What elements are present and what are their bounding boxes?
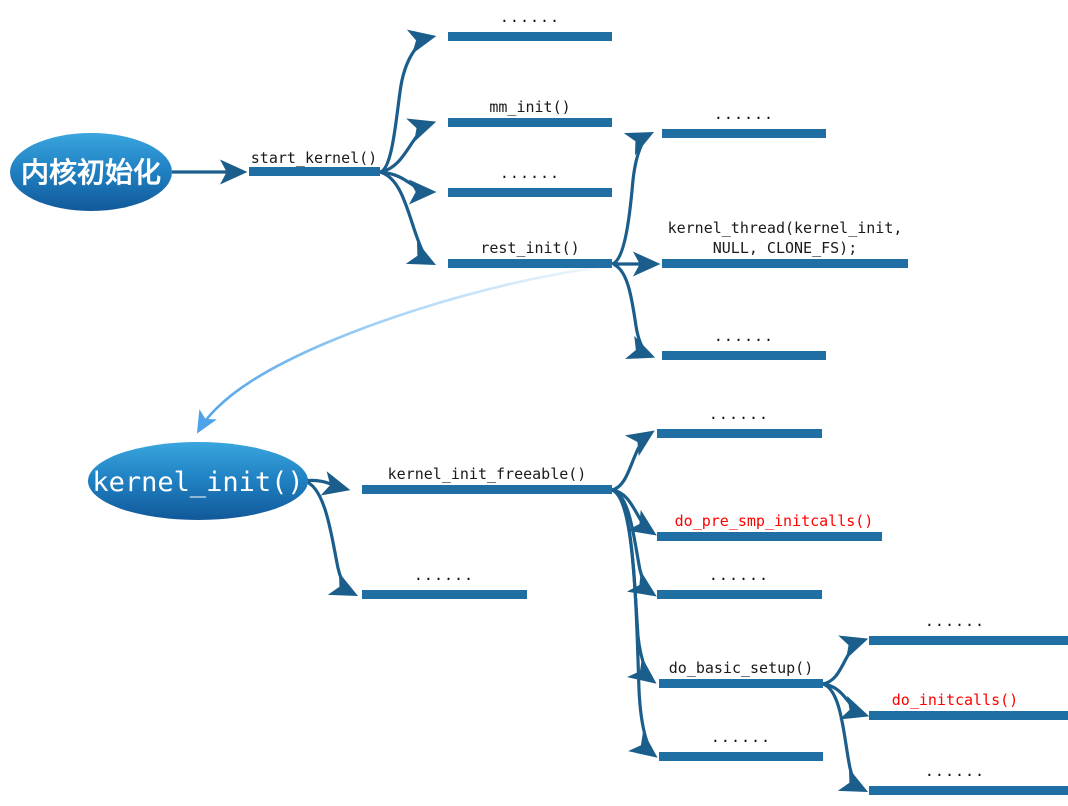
label-kernel-thread-line2: NULL, CLONE_FS); bbox=[713, 239, 858, 257]
edge-layer bbox=[172, 29, 870, 793]
bar-sk-child-1[interactable] bbox=[448, 32, 612, 41]
label-dbs-child-1: ······ bbox=[925, 616, 985, 634]
edge-dobasicsetup-to-child3 bbox=[822, 682, 869, 793]
bar-dbs-child-1[interactable] bbox=[869, 636, 1068, 645]
label-sk-child-3: ······ bbox=[500, 168, 560, 186]
label-ri-child-3: ······ bbox=[714, 331, 774, 349]
label-kernel-thread-line1: kernel_thread(kernel_init, bbox=[668, 219, 903, 237]
ellipse-node-kernel-init-fn[interactable]: kernel_init() bbox=[88, 442, 308, 520]
ellipse-label-kernel-init-fn: kernel_init() bbox=[92, 467, 303, 498]
label-dbs-child-3: ······ bbox=[925, 766, 985, 784]
edge-startkernel-to-child3 bbox=[379, 170, 437, 205]
bar-do-basic-setup[interactable] bbox=[659, 679, 823, 688]
label-sk-child-1: ······ bbox=[500, 12, 560, 30]
bar-start-kernel[interactable] bbox=[249, 167, 380, 176]
label-mm-init: mm_init() bbox=[489, 98, 570, 116]
bar-ri-child-3[interactable] bbox=[662, 351, 826, 360]
label-rest-init: rest_init() bbox=[480, 239, 579, 257]
edge-startkernel-to-restinit bbox=[379, 170, 437, 266]
label-do-pre-smp-initcalls: do_pre_smp_initcalls() bbox=[675, 512, 874, 530]
bar-kernel-thread[interactable] bbox=[662, 259, 908, 268]
edge-restinit-to-child1 bbox=[611, 131, 655, 266]
edge-layer-light bbox=[196, 264, 614, 434]
ellipse-label-kernel-init-cn: 内核初始化 bbox=[21, 156, 161, 189]
bar-kif-child-3[interactable] bbox=[657, 590, 822, 599]
ellipse-shape-kernel-init-fn bbox=[88, 442, 308, 520]
bar-layer bbox=[249, 32, 1068, 795]
bar-kernel-init-freeable[interactable] bbox=[362, 485, 612, 494]
label-ri-child-1: ······ bbox=[714, 109, 774, 127]
edge-dobasicsetup-to-child1 bbox=[822, 635, 869, 686]
bar-ki-child-2[interactable] bbox=[362, 590, 527, 599]
edge-freeable-to-dopresmp bbox=[611, 488, 657, 536]
label-ki-child-2: ······ bbox=[414, 570, 474, 588]
label-kif-child-1: ······ bbox=[709, 409, 769, 427]
bar-rest-init[interactable] bbox=[448, 259, 612, 268]
bar-sk-child-3[interactable] bbox=[448, 188, 612, 197]
label-kernel-init-freeable: kernel_init_freeable() bbox=[388, 465, 587, 483]
bar-mm-init[interactable] bbox=[448, 118, 612, 127]
edge-kernelinitfn-to-child2 bbox=[303, 479, 359, 597]
edge-freeable-to-child3 bbox=[611, 488, 657, 597]
ellipse-node-kernel-init-cn[interactable]: 内核初始化 bbox=[10, 133, 172, 211]
edge-restinit-to-kernelinitfn bbox=[196, 264, 614, 434]
bar-do-initcalls[interactable] bbox=[869, 711, 1068, 720]
bar-do-pre-smp-initcalls[interactable] bbox=[657, 532, 882, 541]
edge-dobasicsetup-to-doinitcalls bbox=[822, 682, 870, 720]
label-start-kernel: start_kernel() bbox=[251, 149, 377, 167]
edge-startkernel-to-mminit bbox=[379, 118, 437, 174]
bar-kif-child-1[interactable] bbox=[657, 429, 822, 438]
edge-freeable-to-child1 bbox=[611, 430, 655, 492]
label-do-basic-setup: do_basic_setup() bbox=[669, 659, 814, 677]
label-kif-child-3: ······ bbox=[709, 570, 769, 588]
edge-kernelinitfn-to-freeable bbox=[303, 471, 351, 496]
bar-kif-child-5[interactable] bbox=[659, 752, 823, 761]
label-kif-child-5: ······ bbox=[711, 732, 771, 750]
bar-dbs-child-3[interactable] bbox=[869, 786, 1068, 795]
ellipse-shape-kernel-init-cn bbox=[10, 133, 172, 211]
label-layer: start_kernel() ······ mm_init() ······ r… bbox=[251, 12, 1018, 784]
edge-restinit-to-child3 bbox=[611, 262, 656, 360]
edge-freeable-to-child5 bbox=[611, 488, 658, 758]
label-do-initcalls: do_initcalls() bbox=[892, 691, 1018, 709]
bar-ri-child-1[interactable] bbox=[662, 129, 826, 138]
edge-startkernel-to-child1 bbox=[379, 29, 437, 174]
